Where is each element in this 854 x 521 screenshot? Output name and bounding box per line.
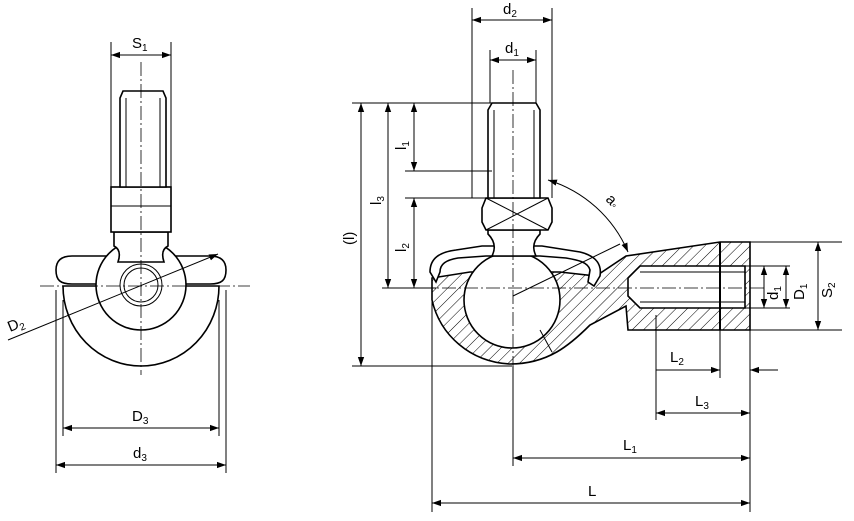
section-ball xyxy=(463,251,561,349)
label-d1-right: d1 xyxy=(765,286,784,300)
section-view: d2 d1 l1 l2 l3 (l) a° d1 xyxy=(341,1,842,512)
label-d3-lower: d3 xyxy=(133,445,147,464)
label-d2: d2 xyxy=(503,1,517,20)
label-l1-bottom: L1 xyxy=(623,437,637,456)
label-l-bottom: L xyxy=(588,483,596,500)
section-neck xyxy=(487,229,541,257)
d2-leader xyxy=(7,253,219,341)
label-d1-top: d1 xyxy=(505,40,519,59)
label-d3-upper: D3 xyxy=(132,408,149,427)
label-l3-bottom: L3 xyxy=(695,393,709,412)
label-l1: l1 xyxy=(393,141,412,150)
label-l3: l3 xyxy=(368,196,387,205)
section-boot xyxy=(429,245,602,288)
front-view: S1 D2 D3 d3 xyxy=(5,35,250,473)
label-a-deg: a° xyxy=(601,191,623,213)
label-s1: S1 xyxy=(132,35,148,54)
label-d2: D2 xyxy=(5,314,28,338)
threaded-stud xyxy=(119,90,167,188)
label-d1-upper: D1 xyxy=(791,283,810,300)
angle-arc xyxy=(547,179,629,253)
label-s2: S2 xyxy=(819,282,838,298)
section-stud xyxy=(487,102,541,199)
label-l2-bottom: L2 xyxy=(670,349,684,368)
label-l-paren: (l) xyxy=(341,232,358,245)
label-l2: l2 xyxy=(393,243,412,252)
